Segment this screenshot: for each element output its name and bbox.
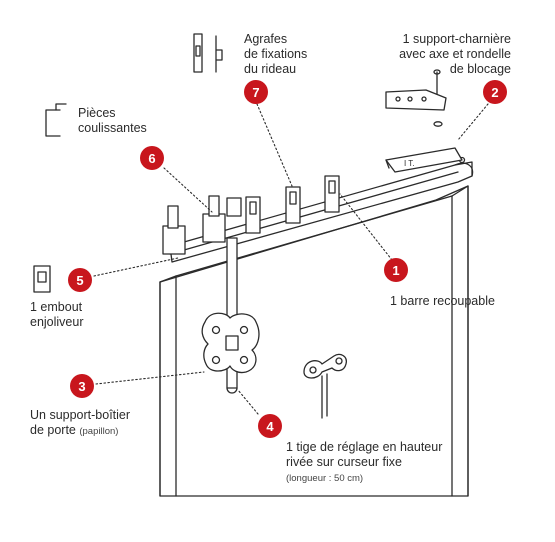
badge-5: 5 xyxy=(68,268,92,292)
leader-7 xyxy=(256,103,293,187)
svg-text:2: 2 xyxy=(491,85,498,100)
leader-2 xyxy=(457,103,489,141)
svg-text:5: 5 xyxy=(76,273,83,288)
label-support-boitier: Un support-boîtier de porte (papillon) xyxy=(30,408,130,439)
badge-3: 3 xyxy=(70,374,94,398)
leader-lines xyxy=(93,103,489,415)
badge-2: 2 xyxy=(483,80,507,104)
leader-1 xyxy=(339,193,393,261)
label-embout: 1 embout enjoliveur xyxy=(30,300,84,329)
hinge-support-illustration xyxy=(385,69,447,127)
svg-text:4: 4 xyxy=(266,419,274,434)
end-cap-illustration xyxy=(33,265,51,293)
label-barre: 1 barre recoupable xyxy=(390,294,495,308)
clip-part-illustration xyxy=(193,33,223,73)
svg-text:1: 1 xyxy=(392,263,399,278)
svg-text:I T.: I T. xyxy=(404,159,415,168)
label-support-charniere: 1 support-charnière avec axe et rondelle… xyxy=(399,32,511,76)
label-support-boitier-main: Un support-boîtier de porte xyxy=(30,408,131,437)
label-support-boitier-sub: (papillon) xyxy=(79,426,119,437)
sliding-pieces xyxy=(162,195,242,255)
hinge-bracket-on-rod: I T. xyxy=(385,147,463,173)
leader-5 xyxy=(93,257,179,277)
leader-6 xyxy=(163,167,213,213)
curtain-clips xyxy=(245,175,340,234)
label-tige: 1 tige de réglage en hauteur rivée sur c… xyxy=(286,440,443,469)
badge-1: 1 xyxy=(384,258,408,282)
badge-7: 7 xyxy=(244,80,268,104)
svg-text:7: 7 xyxy=(252,85,259,100)
rod-with-slider-illustration xyxy=(303,353,347,419)
sliding-piece-illustration xyxy=(45,103,67,137)
svg-text:6: 6 xyxy=(148,151,155,166)
badge-6: 6 xyxy=(140,146,164,170)
butterfly-bracket xyxy=(201,312,260,374)
leader-4 xyxy=(237,389,259,415)
adjustment-rod xyxy=(226,237,238,394)
badge-4: 4 xyxy=(258,414,282,438)
label-tige-length: (longueur : 50 cm) xyxy=(286,473,364,484)
svg-text:3: 3 xyxy=(78,379,85,394)
label-tige-sub: (longueur : 50 cm) xyxy=(286,470,363,486)
label-agrafes: Agrafes de fixations du rideau xyxy=(244,32,308,76)
label-pieces-coulissantes: Pièces coulissantes xyxy=(78,106,147,135)
